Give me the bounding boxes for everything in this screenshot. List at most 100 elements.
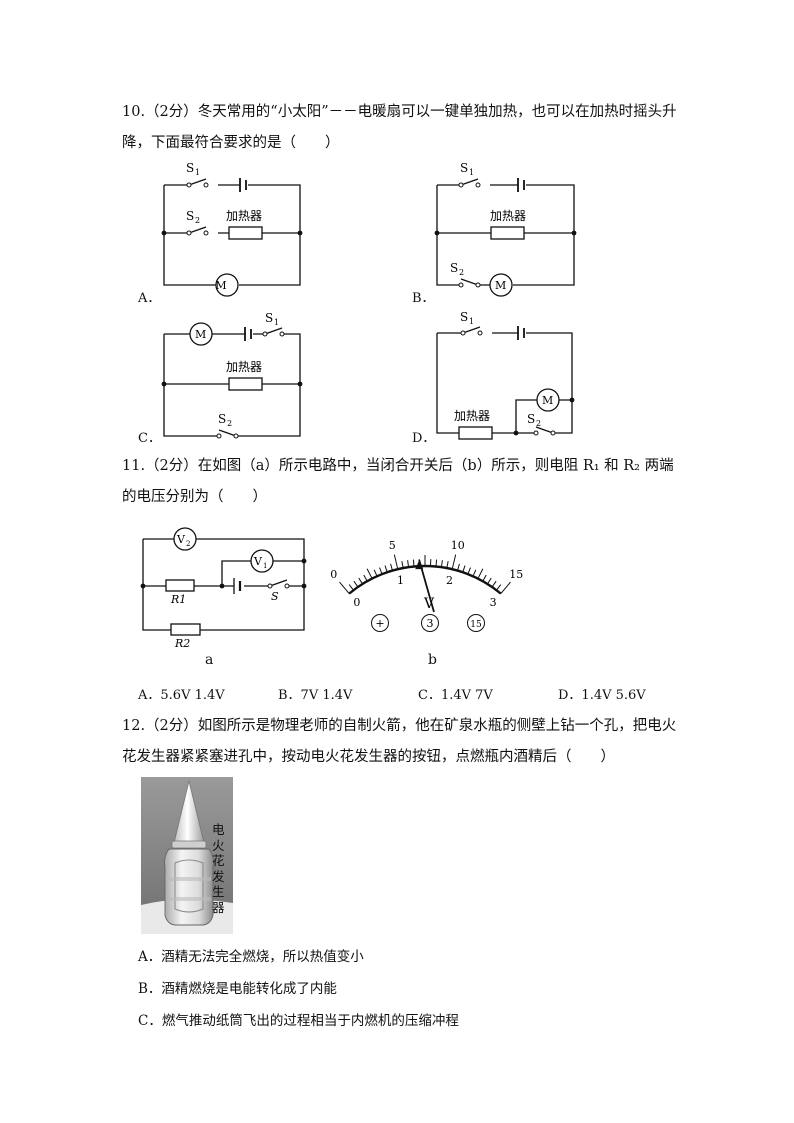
question-11-text: 11.（2分）在如图（a）所示电路中，当闭合开关后（b）所示，则电阻 R₁ 和 … bbox=[122, 458, 674, 505]
svg-text:1: 1 bbox=[263, 562, 267, 570]
dial-tick bbox=[457, 563, 460, 571]
dial-tick bbox=[467, 567, 471, 575]
dial-tick bbox=[446, 561, 449, 569]
svg-text:2: 2 bbox=[186, 540, 190, 548]
dial-tick bbox=[339, 581, 350, 594]
dial-tick bbox=[500, 581, 511, 594]
resistor-r2-label: R2 bbox=[174, 637, 190, 650]
heater-label: 加热器 bbox=[226, 209, 262, 223]
dial-tick bbox=[363, 574, 368, 582]
dial-lower-label: 0 bbox=[353, 596, 360, 609]
dial-upper-label: 10 bbox=[451, 539, 465, 552]
dial-terminal bbox=[421, 614, 439, 632]
dial-tick bbox=[435, 559, 438, 567]
dial-tick bbox=[412, 559, 415, 567]
choice-d[interactable]: D．1.4V 5.6V bbox=[558, 688, 646, 703]
dial-lower-label: 2 bbox=[446, 574, 453, 587]
option-a-label: A． bbox=[138, 291, 161, 306]
dial-tick bbox=[487, 577, 492, 585]
switch-s2-label: S bbox=[218, 412, 226, 426]
dial-tick bbox=[496, 584, 502, 591]
dial-upper-label: 15 bbox=[509, 568, 523, 581]
question-12-text: 12.（2分）如图所示是物理老师的自制火箭，他在矿泉水瓶的侧壁上钻一个孔，把电火… bbox=[122, 718, 677, 765]
motor-label: M bbox=[195, 328, 206, 341]
svg-text:2: 2 bbox=[459, 268, 464, 277]
resistor-r1-label: R1 bbox=[170, 593, 186, 606]
option-a-text[interactable]: A．酒精无法完全燃烧，所以热值变小 bbox=[138, 949, 364, 965]
dial-arc bbox=[348, 564, 502, 595]
dial-tick bbox=[373, 569, 378, 577]
dial-tick bbox=[393, 554, 399, 570]
dial-tick bbox=[451, 554, 457, 570]
dial-upper-label: 0 bbox=[330, 568, 337, 581]
dial-tick bbox=[440, 560, 443, 568]
circuit-option-d: M S 1 S 2 加热器 bbox=[436, 310, 575, 440]
option-d-label: D． bbox=[412, 431, 436, 446]
choice-b[interactable]: B．7V 1.4V bbox=[278, 688, 353, 703]
spark-generator-label: 电火花发生器 bbox=[212, 822, 225, 915]
motor-label: M bbox=[215, 279, 226, 292]
dial-tick bbox=[482, 574, 487, 582]
figure-a-circuit: V 2 V 1 R1 S R2 bbox=[140, 527, 307, 650]
dial-tick bbox=[407, 560, 410, 568]
circuit-option-c: M S 1 S 2 加热器 bbox=[161, 311, 303, 439]
dial-tick bbox=[491, 580, 497, 588]
dial-needle-head bbox=[415, 560, 424, 570]
dial-tick bbox=[358, 577, 363, 585]
svg-text:1: 1 bbox=[195, 168, 200, 177]
svg-text:2: 2 bbox=[195, 216, 200, 225]
option-b-label: B． bbox=[412, 291, 435, 306]
circuit-option-b: M S 1 S 2 加热器 bbox=[434, 161, 577, 297]
switch-s-label: S bbox=[271, 590, 279, 603]
dial-terminal-label: 3 bbox=[427, 617, 434, 630]
heater-label: 加热器 bbox=[226, 360, 262, 374]
switch-s1-label: S bbox=[460, 310, 468, 324]
dial-tick bbox=[384, 565, 388, 573]
dial-terminal bbox=[371, 614, 389, 632]
dial-lower-label: 3 bbox=[490, 596, 497, 609]
voltmeter-v1-label: V bbox=[253, 555, 263, 568]
switch-s2-label: S bbox=[186, 209, 194, 223]
option-c-text[interactable]: C．燃气推动纸筒飞出的过程相当于内燃机的压缩冲程 bbox=[138, 1013, 459, 1029]
svg-text:1: 1 bbox=[469, 168, 474, 177]
dial-tick bbox=[472, 569, 477, 577]
dial-terminal-label: + bbox=[375, 617, 384, 630]
voltmeter-v2-label: V bbox=[176, 533, 186, 546]
dial-tick bbox=[401, 561, 404, 569]
dial-terminal-label: 15 bbox=[470, 620, 482, 630]
svg-text:2: 2 bbox=[227, 419, 232, 428]
switch-s1-label: S bbox=[460, 161, 468, 175]
choice-a[interactable]: A．5.6V 1.4V bbox=[138, 688, 225, 703]
dial-tick bbox=[379, 567, 383, 575]
svg-text:1: 1 bbox=[469, 317, 474, 326]
question-11-choices: A．5.6V 1.4V B．7V 1.4V C．1.4V 7V D．1.4V 5.6V bbox=[138, 684, 698, 703]
dial-tick bbox=[477, 568, 484, 579]
choice-c[interactable]: C．1.4V 7V bbox=[418, 688, 493, 703]
svg-text:1: 1 bbox=[274, 318, 279, 327]
question-10-text: 10.（2分）冬天常用的“小太阳”－－电暖扇可以一键单独加热，也可以在加热时摇头… bbox=[122, 104, 677, 151]
figure-a-caption: a bbox=[205, 652, 214, 668]
dial-tick bbox=[366, 568, 373, 579]
option-c-label: C． bbox=[138, 431, 161, 446]
switch-s2-label: S bbox=[527, 412, 535, 426]
rocket-bottle-photo bbox=[141, 777, 233, 934]
heater-label: 加热器 bbox=[454, 409, 490, 423]
dial-tick bbox=[390, 563, 393, 571]
dial-tick bbox=[353, 580, 359, 588]
dial-lower-label: 1 bbox=[397, 574, 404, 587]
dial-upper-label: 5 bbox=[389, 539, 396, 552]
circuit-option-a: M S 1 S 2 加热器 bbox=[161, 161, 303, 297]
heater-label: 加热器 bbox=[490, 209, 526, 223]
motor-label: M bbox=[542, 394, 553, 407]
dial-tick bbox=[462, 565, 466, 573]
switch-s2-label: S bbox=[450, 261, 458, 275]
dial-terminal bbox=[467, 614, 485, 632]
option-b-text[interactable]: B．酒精燃烧是电能转化成了内能 bbox=[138, 981, 337, 997]
figure-b-caption: b bbox=[428, 652, 437, 668]
dial-tick bbox=[348, 584, 354, 591]
switch-s1-label: S bbox=[265, 311, 273, 325]
svg-text:2: 2 bbox=[536, 419, 541, 428]
switch-s1-label: S bbox=[186, 161, 194, 175]
